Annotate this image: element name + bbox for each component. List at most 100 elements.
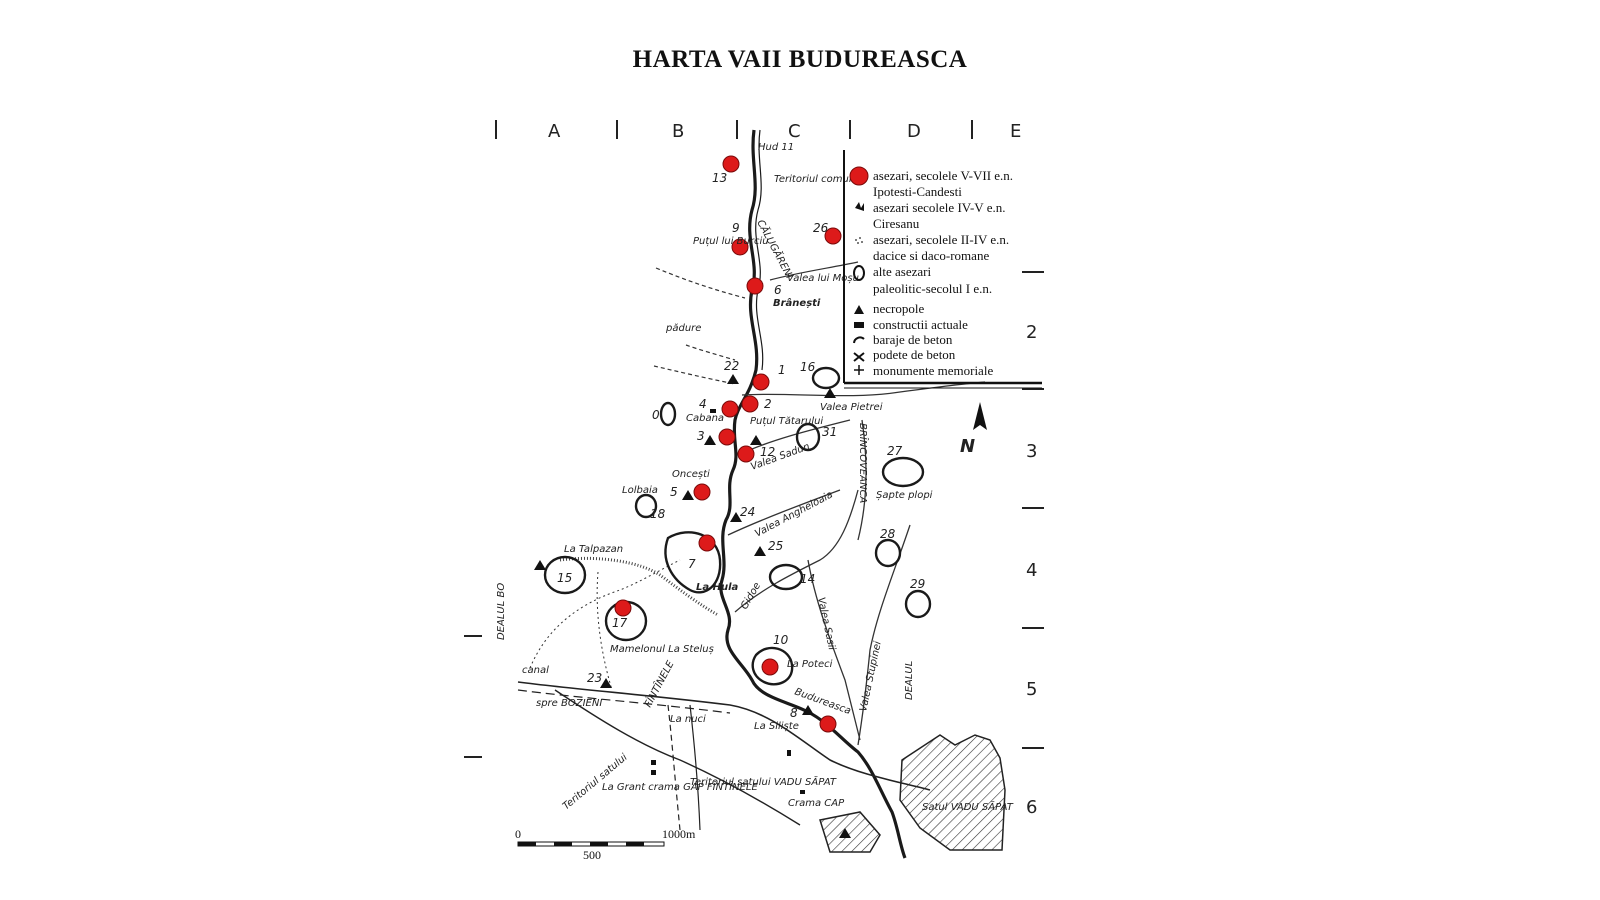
legend-rect-icon [854, 322, 864, 328]
place-brincoveanca: BRÎNCOVEANCA [857, 423, 870, 504]
stream-gidoe [734, 489, 859, 613]
legend-triangle-icon [854, 305, 864, 314]
site-6: 6 [774, 283, 782, 297]
place-mamelonul: Mamelonul La Steluș [610, 644, 714, 655]
site-3: 3 [697, 429, 705, 443]
map-title: HARTA VAII BUDUREASCA [632, 46, 968, 73]
site-2: 2 [764, 397, 772, 411]
place-valea-angheloaia: Valea Angheloaia [753, 489, 835, 539]
site-25: 25 [768, 539, 783, 553]
stream-valea-angheloaia [727, 489, 841, 536]
grid-row-3: 3 [1026, 441, 1037, 462]
site-4: 4 [699, 397, 707, 411]
site-numbers: 13 9 26 6 22 1 16 4 0 2 3 12 31 27 5 18 … [557, 171, 925, 720]
road-south [554, 689, 801, 826]
stream-valea-pietrei [741, 381, 986, 397]
site-10: 10 [773, 633, 789, 647]
place-valea-sasii: Valea Sasii [815, 596, 837, 651]
sites-v-vii [614, 155, 842, 733]
site-7: 7 [688, 557, 696, 571]
place-la-nuci: La nuci [670, 714, 706, 725]
village-vadu-sapat-area [899, 734, 1006, 851]
place-lolbaia: Lolbaia [622, 485, 658, 496]
place-branesti: Brânești [773, 297, 821, 309]
legend-text-3: Ciresanu [873, 216, 920, 231]
legend-cross-icon [853, 352, 865, 362]
site-27: 27 [887, 444, 903, 458]
place-cabana: Cabana [686, 413, 724, 424]
grid-col-a: A [548, 121, 561, 142]
construction-markers [651, 409, 805, 794]
settlement-outlines [543, 366, 932, 686]
site-31: 31 [822, 425, 837, 439]
place-la-grant: La Grant crama GAP FÎNTÎNELE [602, 780, 758, 793]
grid-row-2: 2 [1026, 322, 1037, 343]
site-22: 22 [724, 359, 739, 373]
site-13: 13 [712, 171, 727, 185]
grid-col-e: E [1010, 121, 1021, 142]
place-sapte-plopi: Șapte plopi [876, 490, 933, 501]
place-la-hula: La Hula [696, 582, 739, 593]
place-dealul-bo: DEALUL BO [496, 583, 507, 640]
place-putul-lui-burciu: Puțul lui Burciu [693, 236, 769, 247]
legend-text-1: Ipotesti-Candesti [873, 184, 962, 199]
grid-row-4: 4 [1026, 560, 1037, 581]
legend-text-2: asezari secolele IV-V e.n. [873, 200, 1005, 215]
legend-text-12: monumente memoriale [873, 363, 993, 378]
site-1: 1 [778, 363, 786, 377]
north-arrow-icon: N [960, 402, 987, 457]
site-18: 18 [650, 507, 666, 521]
scale-end: 1000m [662, 827, 696, 841]
legend-text-6: alte asezari [873, 264, 931, 279]
site-29: 29 [910, 577, 925, 591]
place-gidoe: Gidoe [739, 581, 763, 612]
legend-text-11: podete de beton [873, 347, 956, 362]
grid-row-6: 6 [1026, 797, 1037, 818]
place-valea-stupinei: Valea Stupinei [858, 640, 884, 713]
stream-valea-sasii [807, 559, 861, 741]
legend-text-0: asezari, secolele V-VII e.n. [873, 168, 1013, 183]
site-26: 26 [813, 221, 829, 235]
grid-row-labels: 2 3 4 5 6 [1022, 271, 1044, 818]
legend-text-9: constructii actuale [873, 317, 968, 332]
north-label: N [960, 436, 975, 457]
legend-oval-icon [853, 265, 865, 281]
site-8: 8 [790, 706, 798, 720]
legend-arc-icon [853, 336, 865, 344]
place-valea-pietrei: Valea Pietrei [820, 402, 883, 413]
legend-text-8: necropole [873, 301, 924, 316]
grid-column-labels: A B C D E [495, 120, 1021, 142]
site-17: 17 [612, 616, 628, 630]
place-oncesti: Oncești [672, 469, 710, 480]
site-28: 28 [880, 527, 896, 541]
legend-red-dot-icon [849, 166, 869, 186]
legend-dots-icon [855, 237, 863, 244]
site-5: 5 [670, 485, 678, 499]
legend: asezari, secolele V-VII e.n. Ipotesti-Ca… [843, 150, 1042, 389]
place-teritoriul-comunei: Teritoriul comunei [774, 174, 864, 185]
grid-col-b: B [672, 121, 684, 142]
place-putul-tatarului: Puțul Tătarului [750, 416, 823, 427]
village-south-area [819, 811, 881, 853]
place-padure: pădure [665, 323, 701, 334]
scale-bar: 0 500 1000m [515, 827, 696, 862]
place-la-siliste: La Siliște [754, 721, 799, 732]
site-24: 24 [740, 505, 755, 519]
legend-text-4: asezari, secolele II-IV e.n. [873, 232, 1009, 247]
site-9: 9 [732, 221, 740, 235]
grid-row-5: 5 [1026, 679, 1037, 700]
stream-brincoveanca [857, 419, 867, 541]
place-dealul-right: DEALUL [904, 661, 915, 700]
place-spre-bozieni: spre BOZIENI [536, 698, 602, 709]
place-budureasca: Budureasca [793, 686, 852, 717]
legend-text-7: paleolitic-secolul I e.n. [873, 281, 992, 296]
grid-col-d: D [907, 121, 921, 142]
legend-text-5: dacice si daco-romane [873, 248, 989, 263]
site-15: 15 [557, 571, 572, 585]
place-vadu-sapat-territory: Teritoriul satului VADU SĂPAT [690, 775, 837, 788]
place-crama-cap: Crama CAP [788, 798, 845, 809]
place-la-poteci: La Poteci [787, 659, 833, 670]
site-12: 12 [760, 445, 775, 459]
grid-col-c: C [788, 121, 801, 142]
place-satul-vadu-sapat: Satul VADU SĂPAT [922, 800, 1014, 813]
